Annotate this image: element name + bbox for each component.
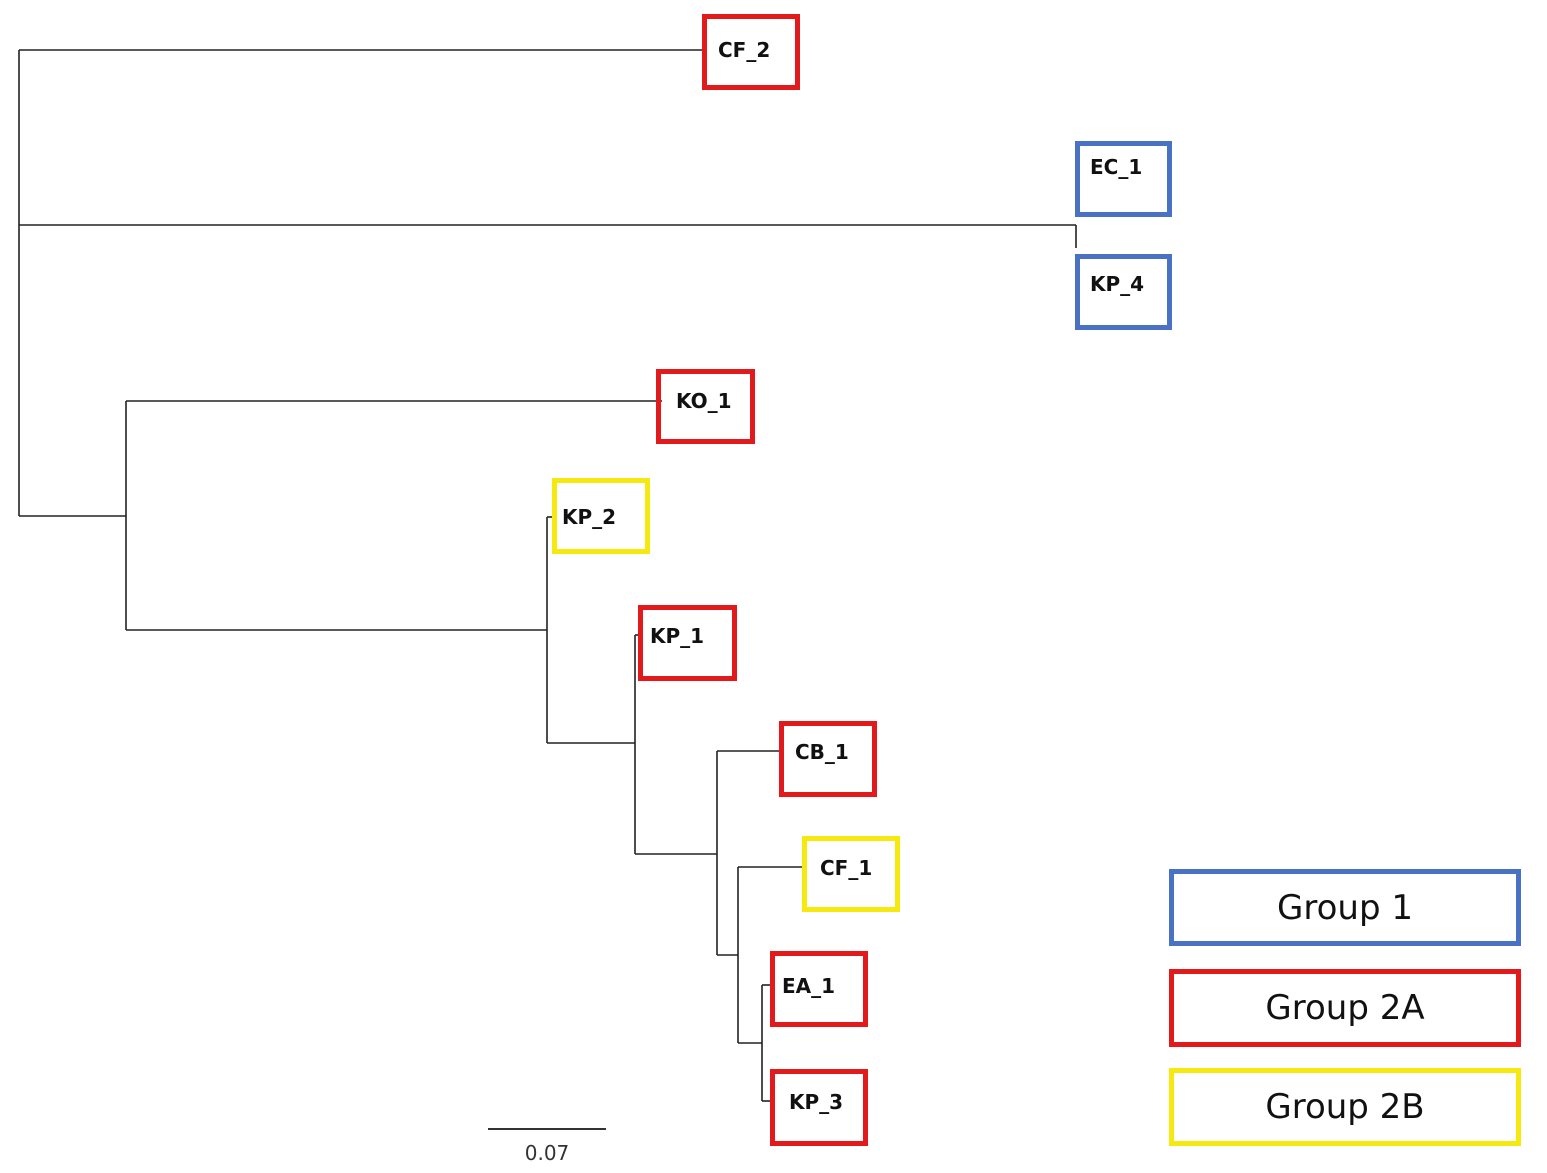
leaf-label-ea1: EA_1 <box>782 974 836 998</box>
legend-label-g2a: Group 2A <box>1265 988 1425 1028</box>
leaf-label-kp2: KP_2 <box>562 505 617 529</box>
leaf-box-kp4 <box>1075 254 1172 330</box>
leaf-label-ec1: EC_1 <box>1090 155 1143 179</box>
legend-label-g1: Group 1 <box>1277 887 1413 928</box>
legend-item-g1: Group 1 <box>1169 869 1521 946</box>
leaf-box-cf2 <box>702 14 800 90</box>
leaf-box-ko1 <box>656 369 755 444</box>
leaf-label-ko1: KO_1 <box>676 389 732 413</box>
scale-bar-label: 0.07 <box>524 1141 570 1165</box>
leaf-box-cf1 <box>802 836 900 912</box>
leaf-box-kp3 <box>770 1069 868 1146</box>
legend-item-g2a: Group 2A <box>1169 969 1521 1047</box>
leaf-box-cb1 <box>779 721 877 797</box>
leaf-box-kp2 <box>552 478 650 554</box>
leaf-box-ea1 <box>770 951 868 1027</box>
leaf-label-kp3: KP_3 <box>789 1090 844 1114</box>
legend-item-g2b: Group 2B <box>1169 1068 1521 1146</box>
leaf-label-cf1: CF_1 <box>820 856 873 880</box>
leaf-label-kp4: KP_4 <box>1090 272 1145 296</box>
legend-label-g2b: Group 2B <box>1265 1087 1425 1127</box>
leaf-label-kp1: KP_1 <box>650 624 705 648</box>
leaf-label-cb1: CB_1 <box>795 740 849 764</box>
leaf-box-kp1 <box>638 605 737 681</box>
leaf-box-ec1 <box>1075 141 1172 217</box>
leaf-label-cf2: CF_2 <box>718 38 771 62</box>
